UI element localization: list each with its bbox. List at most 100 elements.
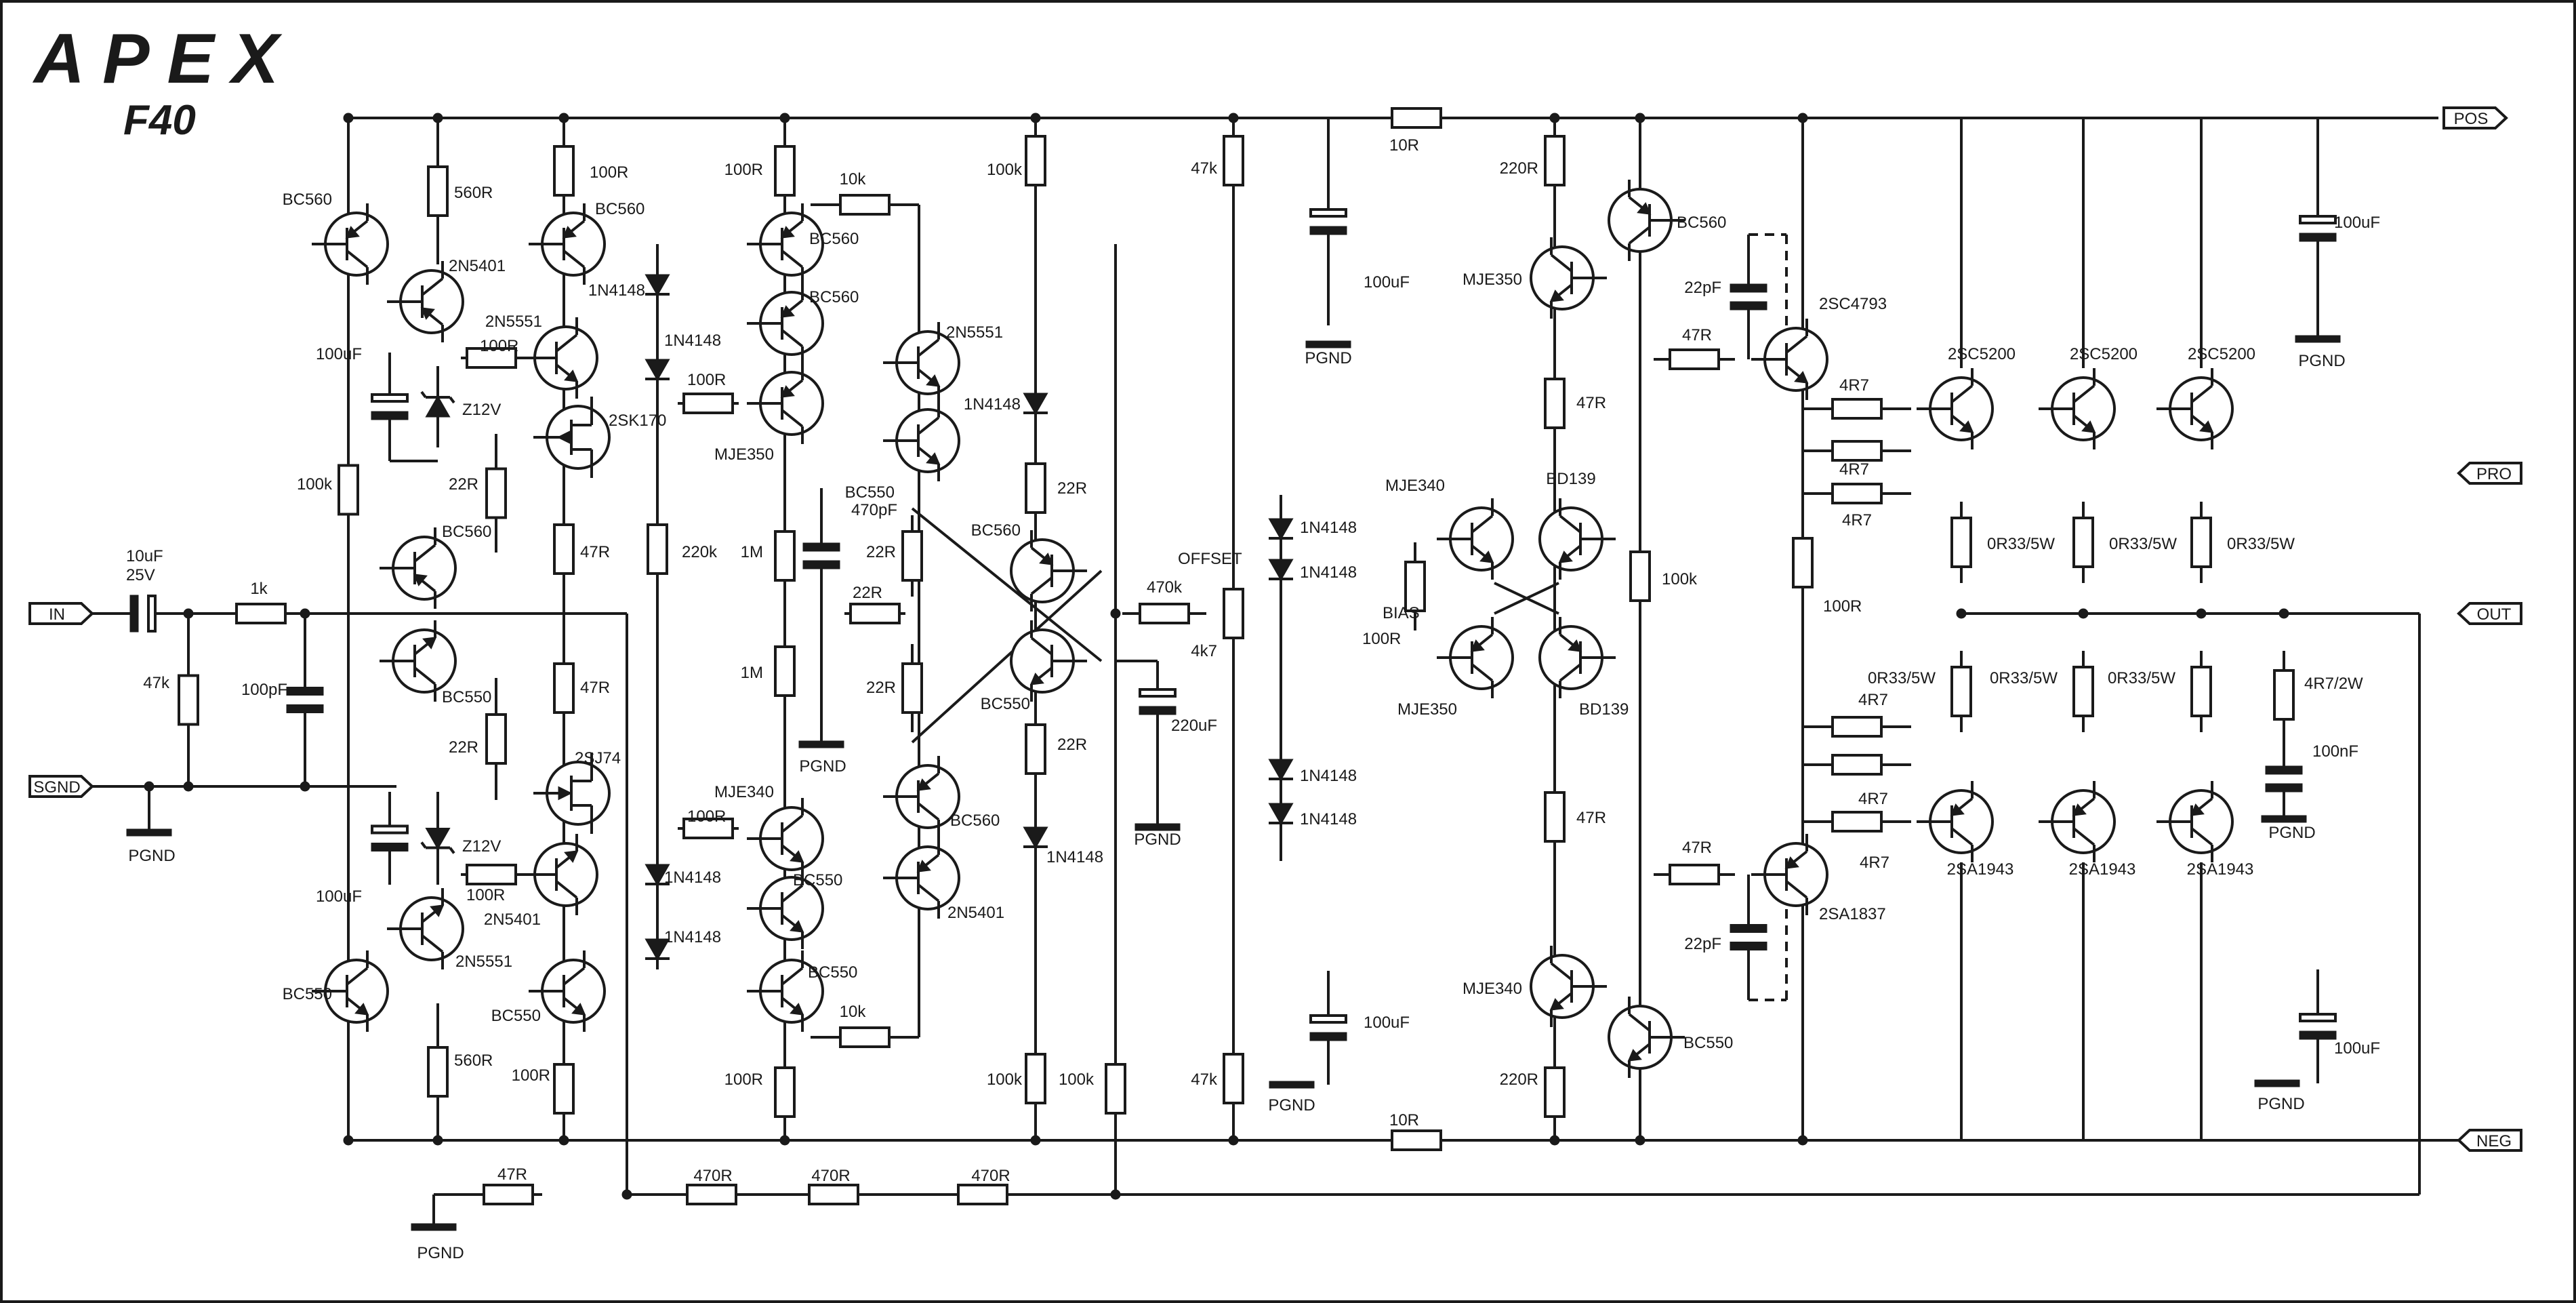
component-label: MJE350 (1397, 700, 1457, 719)
port-neg: NEG (2457, 1129, 2522, 1152)
component-label: 560R (454, 184, 493, 202)
component-label: 47R (1682, 326, 1712, 344)
component-label: 4R7 (1842, 511, 1872, 529)
resistor (427, 1003, 449, 1140)
resistor (1223, 556, 1244, 671)
component-label: 100R (687, 807, 726, 826)
resistor (647, 475, 668, 624)
port-label: OUT (2477, 605, 2512, 624)
pgnd-symbol (2261, 815, 2307, 823)
component-label: 1N4148 (664, 332, 721, 350)
resistor (1629, 529, 1651, 624)
component-label: 100k (297, 475, 333, 494)
component-label: 22R (449, 475, 478, 494)
component-label: 22R (866, 543, 896, 561)
npn-transistor (747, 950, 824, 1032)
component-label: 2N5551 (485, 313, 542, 331)
component-label: BIAS (1383, 604, 1420, 622)
npn-transistor (1010, 620, 1087, 702)
resistor (474, 1184, 542, 1205)
port-label: POS (2454, 110, 2489, 128)
resistor (678, 393, 739, 414)
resistor (1803, 398, 1911, 420)
pnp-transistor (1538, 617, 1616, 698)
component-label: 100R (724, 1070, 763, 1089)
component-label: 0R33/5W (2227, 535, 2295, 553)
component-label: PGND (417, 1244, 464, 1262)
component-label: 100R (1823, 597, 1862, 616)
component-label: 100R (724, 161, 763, 179)
component-label: 2SK170 (609, 412, 666, 430)
component-label: PGND (799, 757, 846, 776)
pgnd-symbol (126, 828, 172, 837)
resistor (461, 347, 522, 369)
resistor (1544, 1044, 1566, 1140)
component-label: 1N4148 (1300, 767, 1357, 785)
p-channel-jfet (533, 753, 611, 834)
component-label: 100uF (316, 345, 362, 363)
resistor (1803, 440, 1911, 462)
resistor (800, 1184, 867, 1205)
npn-transistor (2039, 368, 2116, 449)
zener-diode (420, 366, 455, 447)
component-label: 0R33/5W (1990, 669, 2058, 687)
component-label: BC560 (809, 230, 859, 248)
junction-dot (621, 1189, 632, 1200)
pgnd-symbol (2254, 1079, 2300, 1087)
resistor (901, 515, 923, 597)
component-label: BC550 (845, 483, 895, 502)
component-label: 100k (987, 1070, 1023, 1089)
electrolytic-capacitor (1309, 971, 1347, 1085)
brand-logo: APEX (32, 20, 296, 98)
junction-dot (2278, 608, 2289, 619)
pnp-transistor (1608, 180, 1685, 261)
diode (1268, 800, 1294, 827)
resistor (774, 1044, 796, 1140)
diode (645, 929, 670, 969)
resistor (901, 644, 923, 732)
component-label: 22R (866, 679, 896, 697)
junction-dot (1635, 113, 1645, 123)
component-label: 4R7 (1858, 790, 1888, 808)
component-label: MJE340 (714, 783, 774, 801)
component-label: 10R (1389, 136, 1419, 155)
diode (1023, 380, 1048, 427)
npn-transistor (883, 400, 960, 481)
component-label: MJE350 (1463, 270, 1522, 289)
component-label: 2SA1837 (1819, 905, 1886, 923)
pgnd-symbol (798, 740, 844, 748)
pnp-transistor (2039, 781, 2116, 862)
npn-transistor (1437, 498, 1514, 580)
capacitor (802, 488, 840, 624)
component-label: 10k (840, 1003, 867, 1021)
diode (645, 854, 670, 895)
resistor (811, 194, 919, 216)
resistor (1223, 118, 1244, 203)
component-label: 22R (449, 738, 478, 757)
resistor (1544, 118, 1566, 203)
resistor (1544, 773, 1566, 861)
resistor (1803, 716, 1911, 738)
pnp-transistor (2156, 781, 2234, 862)
capacitor (1730, 875, 1767, 1000)
npn-transistor (380, 620, 457, 702)
component-label: 220R (1500, 159, 1538, 178)
port-label: NEG (2476, 1132, 2512, 1150)
component-label: 47R (1576, 394, 1606, 412)
pgnd-symbol (1269, 1081, 1315, 1089)
resistor (178, 614, 199, 786)
component-label: 10R (1389, 1111, 1419, 1129)
component-label: 2N5551 (455, 953, 512, 971)
junction-dot (343, 1135, 354, 1146)
junction-dot (1797, 113, 1808, 123)
resistor (774, 624, 796, 719)
resistor (553, 502, 575, 597)
component-label: 470k (1147, 578, 1183, 597)
port-pos: POS (2442, 106, 2508, 129)
resistor (485, 678, 507, 800)
port-sgnd: SGND (28, 775, 94, 798)
resistor (1792, 407, 1814, 719)
component-label: 0R33/5W (2109, 535, 2177, 553)
resistor (2190, 502, 2212, 583)
